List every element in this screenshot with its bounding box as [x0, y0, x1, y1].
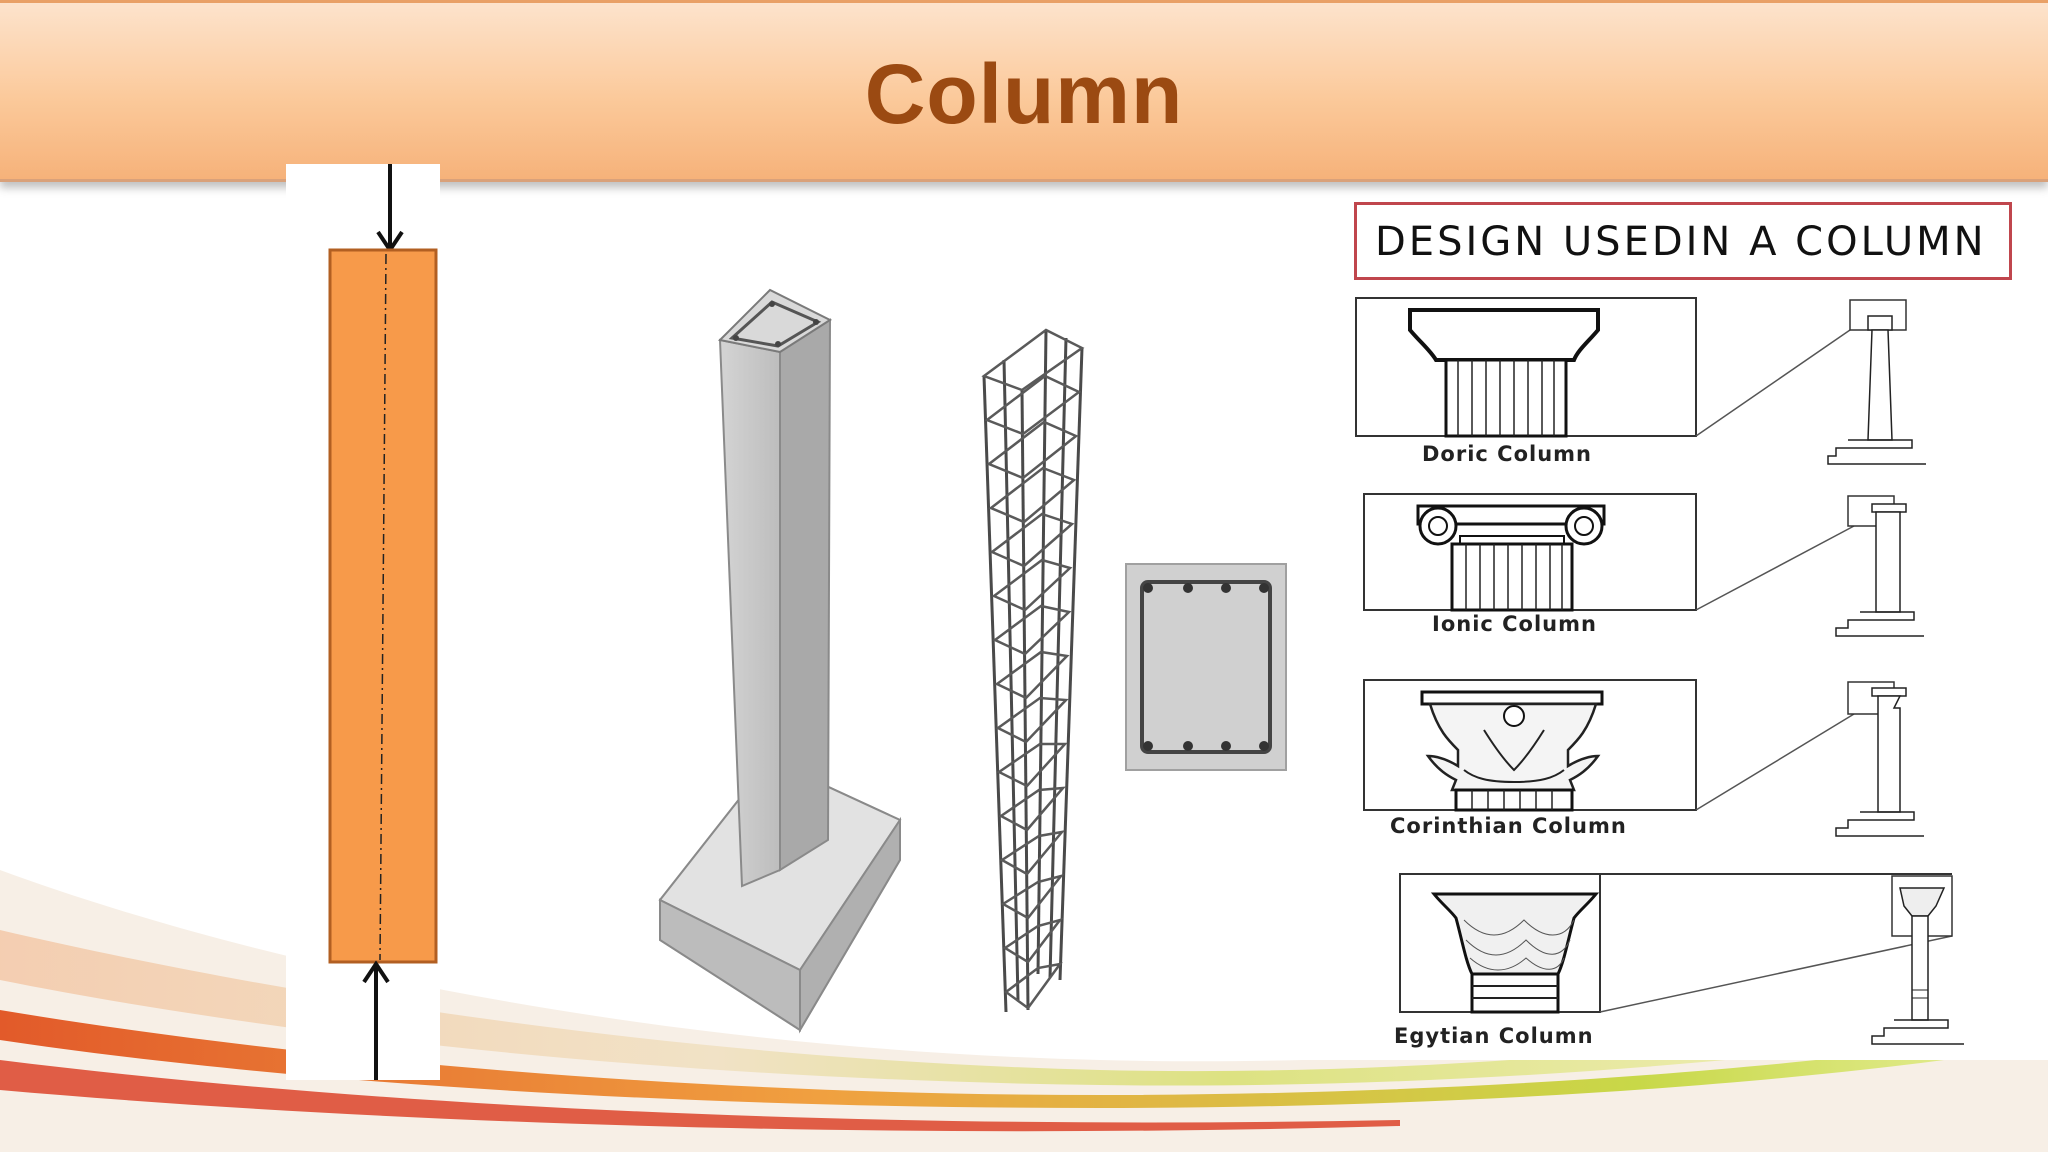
egyptian-caption: Egytian Column	[1394, 1024, 1594, 1048]
rebar-cage-illustration	[981, 328, 1085, 1013]
design-heading: DESIGN USEDIN A COLUMN	[1375, 219, 1987, 265]
egyptian-order	[1399, 873, 1964, 1045]
ionic-caption: Ionic Column	[1432, 612, 1597, 636]
column-centerline	[379, 253, 387, 961]
corinthian-order	[1363, 679, 1924, 837]
title-bar	[0, 0, 2048, 182]
slide-title: Column	[864, 47, 1184, 141]
corinthian-caption: Corinthian Column	[1390, 814, 1627, 838]
concrete-column-illustration	[658, 288, 902, 1034]
column-cross-section	[1125, 563, 1287, 771]
ionic-order	[1363, 493, 1924, 637]
doric-order	[1355, 297, 1926, 465]
doric-caption: Doric Column	[1422, 442, 1592, 466]
classical-orders-panel	[1288, 290, 2048, 1060]
column-body	[328, 248, 438, 964]
axial-load-column-diagram	[328, 164, 438, 1080]
design-heading-box: DESIGN USEDIN A COLUMN	[1354, 202, 2012, 280]
